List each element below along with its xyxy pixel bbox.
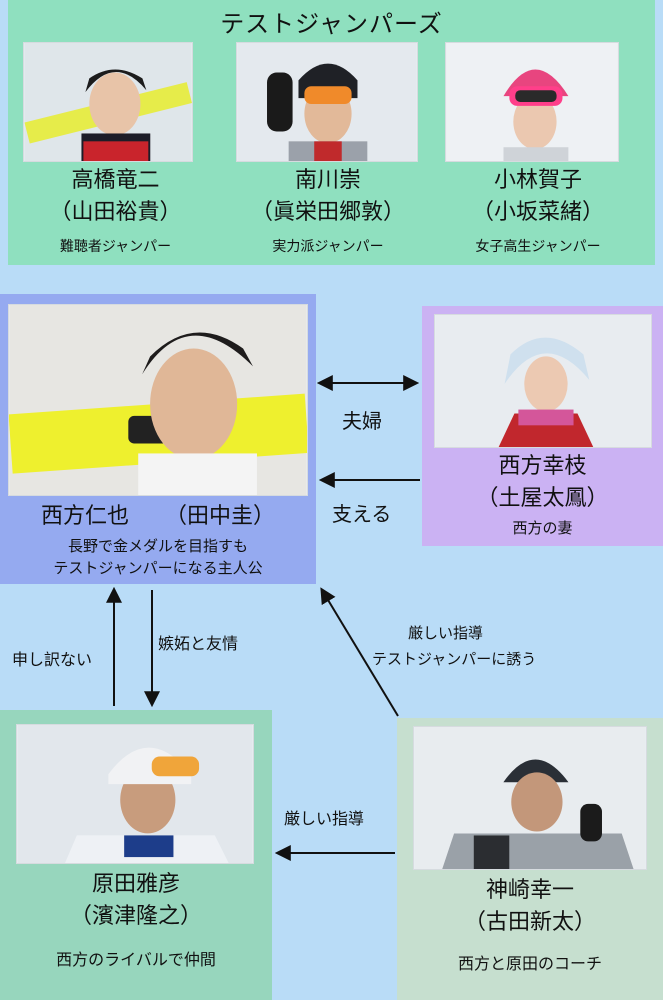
takahashi-name: 高橋竜二	[71, 168, 160, 193]
support-label: 支える	[332, 502, 392, 526]
minamikawa-name: 南川崇	[294, 168, 361, 193]
kanzaki-role: 西方と原田のコーチ	[457, 954, 602, 973]
harada-panel: 原田雅彦 （濱津隆之） 西方のライバルで仲間	[0, 710, 272, 1000]
test-jumpers-panel: テストジャンパーズ 高橋竜二 （山田裕貴） 難聴者ジャンパー 南川崇 （眞栄田郷…	[8, 0, 655, 265]
coach-panel: 神崎幸一 （古田新太） 西方と原田のコーチ	[397, 718, 663, 1000]
minamikawa-actor: （眞栄田郷敦）	[250, 200, 405, 225]
sachie-photo	[434, 314, 652, 448]
minamikawa-photo	[236, 42, 418, 162]
minamikawa-role: 実力派ジャンパー	[272, 239, 384, 255]
nishikata-actor: （田中圭）	[165, 504, 276, 529]
kanzaki-name: 神崎幸一	[485, 878, 574, 903]
nishikata-desc-1: 長野で金メダルを目指すも	[67, 537, 248, 555]
harada-name: 原田雅彦	[91, 872, 180, 897]
harada-actor: （濱津隆之）	[69, 904, 202, 929]
takahashi-role: 難聴者ジャンパー	[59, 239, 172, 255]
nishikata-name: 西方仁也	[40, 504, 129, 529]
takahashi-photo	[23, 42, 193, 162]
harada-photo	[16, 724, 254, 864]
sachie-name: 西方幸枝	[498, 454, 587, 479]
harada-role: 西方のライバルで仲間	[56, 950, 216, 969]
sachie-role: 西方の妻	[512, 519, 573, 537]
takahashi-actor: （山田裕貴）	[49, 200, 182, 225]
lead-panel: 西方仁也 （田中圭） 長野で金メダルを目指すも テストジャンパーになる主人公	[0, 294, 316, 584]
kobayashi-role: 女子高生ジャンパー	[475, 239, 601, 255]
coach-to-harada-label: 厳しい指導	[284, 809, 365, 828]
coach-to-lead-label-1: 厳しい指導	[408, 624, 484, 642]
coach-to-lead-label-2: テストジャンパーに誘う	[372, 650, 537, 668]
kanzaki-actor: （古田新太）	[463, 910, 596, 935]
kanzaki-photo	[413, 726, 647, 870]
jealousy-label: 嫉妬と友情	[158, 634, 239, 653]
couple-label: 夫婦	[342, 409, 382, 433]
kobayashi-name: 小林賀子	[493, 168, 582, 193]
sachie-actor: （土屋太鳳）	[476, 486, 609, 511]
wife-panel: 西方幸枝 （土屋太鳳） 西方の妻	[422, 306, 663, 546]
sorry-label: 申し訳ない	[12, 650, 93, 669]
nishikata-desc-2: テストジャンパーになる主人公	[53, 559, 263, 577]
kobayashi-actor: （小坂菜緒）	[471, 200, 604, 225]
nishikata-photo	[8, 304, 308, 496]
kobayashi-photo	[445, 42, 619, 162]
test-jumpers-title: テストジャンパーズ	[220, 10, 443, 38]
